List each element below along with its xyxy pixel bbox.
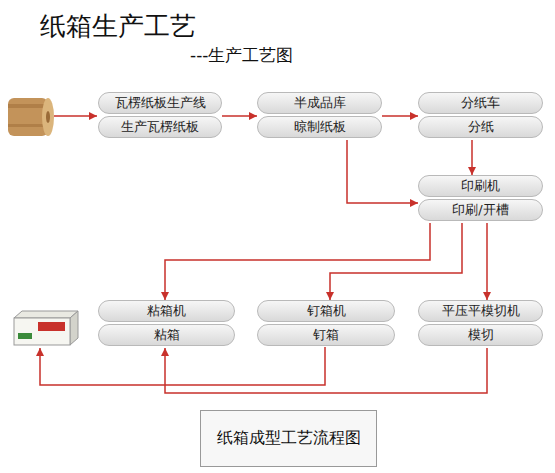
diagram-title: 纸箱生产工艺	[40, 10, 196, 42]
flow-arrow	[222, 115, 257, 117]
step-label: 生产瓦楞纸板	[98, 116, 222, 138]
process-node: 瓦楞纸板生产线生产瓦楞纸板	[98, 92, 222, 140]
step-label: 模切	[418, 324, 543, 346]
process-node: 分纸车分纸	[418, 92, 543, 140]
machine-label: 半成品库	[257, 92, 382, 114]
step-label: 印刷/开槽	[418, 199, 543, 221]
carton-box	[14, 311, 78, 345]
machine-label: 分纸车	[418, 92, 543, 114]
flow-arrow	[347, 140, 418, 203]
process-node: 印刷机印刷/开槽	[418, 175, 543, 223]
diagram-caption: 纸箱成型工艺流程图	[217, 428, 361, 449]
flow-arrow	[165, 223, 430, 300]
machine-label: 钉箱机	[257, 300, 395, 322]
machine-label: 粘箱机	[98, 300, 235, 322]
flow-arrow	[486, 223, 488, 300]
flow-arrow	[330, 223, 462, 300]
process-node: 粘箱机粘箱	[98, 300, 235, 348]
step-label: 分纸	[418, 116, 543, 138]
process-node: 半成品库晾制纸板	[257, 92, 382, 140]
flow-arrow	[471, 140, 473, 175]
process-node: 平压平模切机模切	[418, 300, 543, 348]
process-node: 钉箱机钉箱	[257, 300, 395, 348]
subtitle-label: ---生产工艺图	[190, 44, 293, 66]
step-label: 晾制纸板	[257, 116, 382, 138]
output-arrow	[40, 347, 325, 385]
machine-label: 瓦楞纸板生产线	[98, 92, 222, 114]
flow-arrow	[165, 348, 487, 393]
paper-roll	[8, 98, 54, 136]
step-label: 粘箱	[98, 324, 235, 346]
caption-box: 纸箱成型工艺流程图	[200, 410, 377, 467]
machine-label: 印刷机	[418, 175, 543, 197]
machine-label: 平压平模切机	[418, 300, 543, 322]
input-arrow	[54, 115, 97, 117]
step-label: 钉箱	[257, 324, 395, 346]
flow-arrow	[382, 115, 418, 117]
